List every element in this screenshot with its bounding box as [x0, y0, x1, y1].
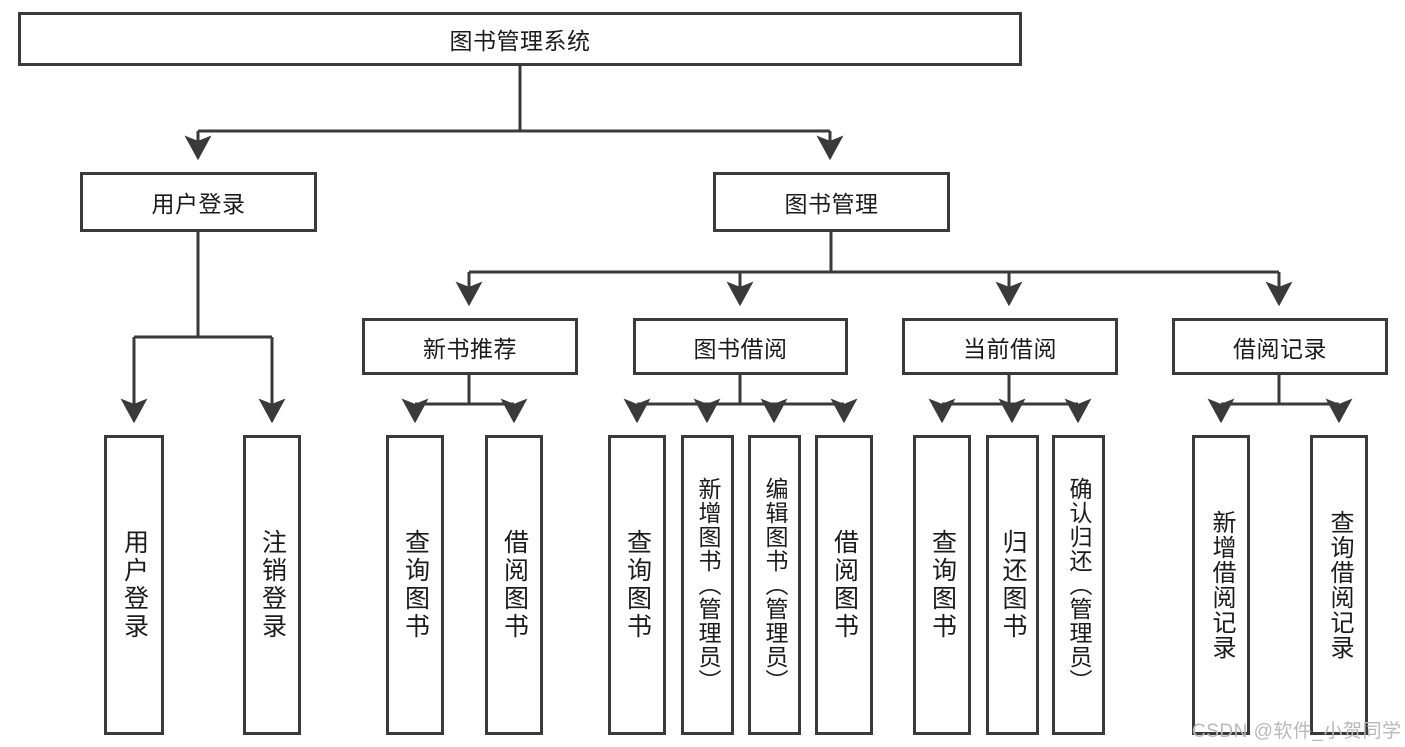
node-user-login-label: 用户登录: [151, 191, 246, 217]
leaf-query-borrow-record-label: 查询借阅记录: [1326, 510, 1353, 660]
node-root[interactable]: 图书管理系统: [18, 12, 1022, 66]
leaf-query-book-borrow-label: 查询图书: [623, 529, 652, 641]
node-current-borrow-label: 当前借阅: [963, 335, 1057, 362]
leaf-add-book-admin-label: 新增图书（管理员）: [695, 477, 721, 693]
csdn-watermark: CSDN @软件_小贺同学: [1192, 721, 1402, 742]
leaf-add-borrow-record[interactable]: 新增借阅记录: [1192, 435, 1250, 735]
leaf-add-borrow-record-label: 新增借阅记录: [1208, 510, 1235, 660]
node-book-management[interactable]: 图书管理: [713, 172, 950, 232]
leaf-user-login-label: 用户登录: [120, 529, 149, 641]
leaf-query-book-current-label: 查询图书: [928, 529, 957, 641]
leaf-edit-book-admin-label: 编辑图书（管理员）: [762, 477, 788, 693]
leaf-user-logout[interactable]: 注销登录: [243, 435, 301, 735]
node-borrow-record-label: 借阅记录: [1233, 335, 1327, 362]
leaf-return-book-label: 归还图书: [999, 529, 1027, 641]
leaf-add-book-admin[interactable]: 新增图书（管理员）: [681, 435, 734, 735]
leaf-query-book-borrow[interactable]: 查询图书: [608, 435, 666, 735]
leaf-query-borrow-record[interactable]: 查询借阅记录: [1310, 435, 1368, 735]
leaf-return-book[interactable]: 归还图书: [986, 435, 1039, 735]
leaf-confirm-return-admin-label: 确认归还（管理员）: [1066, 477, 1092, 693]
leaf-confirm-return-admin[interactable]: 确认归还（管理员）: [1052, 435, 1105, 735]
leaf-query-book-recommend-label: 查询图书: [401, 529, 430, 641]
node-book-borrow[interactable]: 图书借阅: [633, 318, 848, 375]
node-book-borrow-label: 图书借阅: [693, 335, 788, 362]
leaf-edit-book-admin[interactable]: 编辑图书（管理员）: [748, 435, 801, 735]
node-current-borrow[interactable]: 当前借阅: [902, 318, 1118, 375]
leaf-query-book-current[interactable]: 查询图书: [913, 435, 971, 735]
leaf-borrow-book-recommend[interactable]: 借阅图书: [485, 435, 543, 735]
leaf-borrow-book-label: 借阅图书: [830, 529, 859, 641]
node-book-management-label: 图书管理: [784, 191, 879, 217]
node-user-login[interactable]: 用户登录: [80, 172, 317, 232]
node-new-book-recommend-label: 新书推荐: [423, 335, 517, 362]
node-new-book-recommend[interactable]: 新书推荐: [362, 318, 578, 375]
node-root-label: 图书管理系统: [449, 28, 591, 54]
leaf-borrow-book-recommend-label: 借阅图书: [500, 529, 529, 641]
leaf-query-book-recommend[interactable]: 查询图书: [386, 435, 444, 735]
leaf-user-login[interactable]: 用户登录: [104, 435, 164, 735]
leaf-borrow-book[interactable]: 借阅图书: [815, 435, 873, 735]
leaf-user-logout-label: 注销登录: [258, 529, 287, 641]
node-borrow-record[interactable]: 借阅记录: [1172, 318, 1388, 375]
